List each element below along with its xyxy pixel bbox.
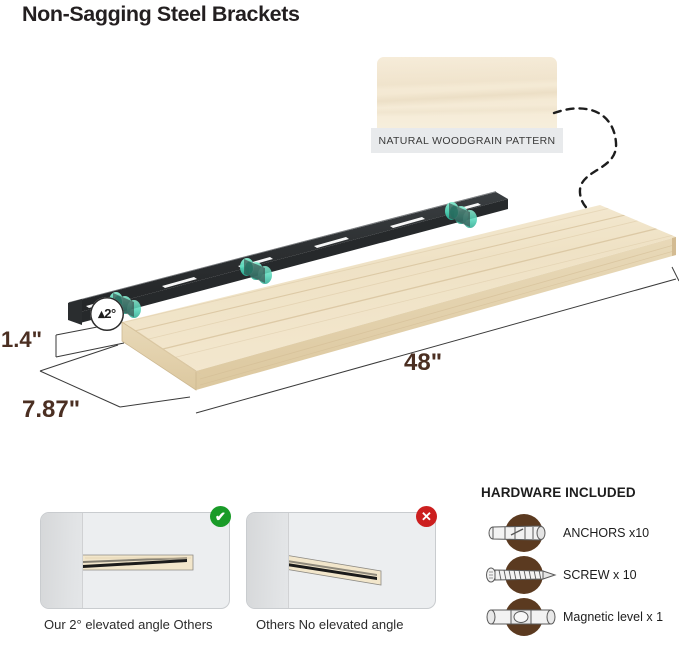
status-badge-check: ✔ <box>210 506 231 527</box>
woodgrain-callout: NATURAL WOODGRAIN PATTERN <box>371 57 563 153</box>
dimension-length-label: 48" <box>404 349 443 376</box>
hardware-icon-slot <box>481 597 563 637</box>
hardware-section-title: HARDWARE INCLUDED <box>481 485 636 500</box>
steel-bracket <box>68 191 508 325</box>
screw-icon <box>486 567 557 583</box>
comparison-caption-ours: Our 2° elevated angle Others <box>44 617 213 632</box>
hardware-item-label: Magnetic level x 1 <box>563 610 664 624</box>
comparison-caption-others: Others No elevated angle <box>256 617 404 632</box>
teal-rod-cluster <box>109 202 477 318</box>
wall-surface-right <box>247 513 289 608</box>
wall-surface-left <box>41 513 83 608</box>
comparison-panel-others <box>246 512 436 609</box>
comparison-section: ✔ ✕ Our 2° elevated angle Others Others … <box>40 506 450 646</box>
dimension-depth-label: 7.87" <box>22 396 81 423</box>
hardware-section: HARDWARE INCLUDED ANCHORS x10 <box>481 485 679 647</box>
hardware-item-magnetic-level: Magnetic level x 1 <box>481 597 679 637</box>
magnetic-level-icon <box>486 609 556 625</box>
hardware-item-label: SCREW x 10 <box>563 568 637 582</box>
wall-anchor-icon <box>488 525 546 541</box>
level-shelf-diagram <box>80 554 194 571</box>
hardware-item-screw: SCREW x 10 <box>481 555 679 595</box>
angle-badge: ▴2° <box>90 297 124 331</box>
hero-product-illustration <box>0 175 679 435</box>
page-title: Non-Sagging Steel Brackets <box>22 2 300 26</box>
hardware-item-anchors: ANCHORS x10 <box>481 513 679 553</box>
sagging-shelf-diagram <box>284 554 382 586</box>
dimension-leaders <box>39 266 679 414</box>
hardware-item-label: ANCHORS x10 <box>563 526 650 540</box>
comparison-panel-ours <box>40 512 230 609</box>
woodgrain-swatch-image <box>377 57 557 133</box>
hardware-icon-slot <box>481 555 563 595</box>
woodgrain-caption-bar: NATURAL WOODGRAIN PATTERN <box>371 128 563 153</box>
dimension-thickness-label: 1.4" <box>1 327 43 352</box>
status-badge-cross: ✕ <box>416 506 437 527</box>
woodgrain-caption-label: NATURAL WOODGRAIN PATTERN <box>378 134 556 147</box>
hardware-icon-slot <box>481 513 563 553</box>
